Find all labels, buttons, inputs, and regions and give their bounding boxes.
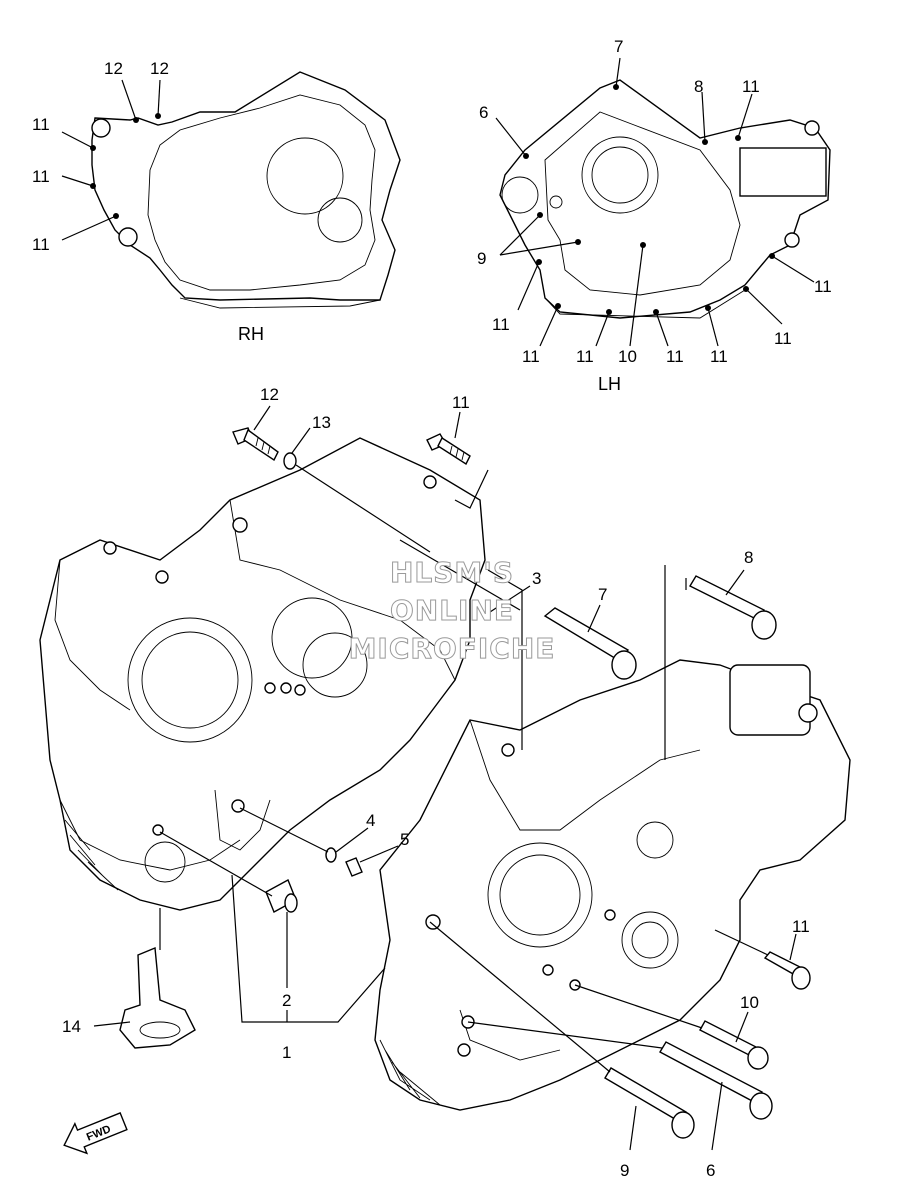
fwd-arrow-icon: FWD — [63, 1112, 128, 1155]
dowel-5 — [345, 857, 363, 877]
callout-11: 11 — [32, 167, 50, 186]
main-callouts: 12 13 11 3 8 7 4 5 2 1 14 11 10 9 6 — [62, 385, 810, 1180]
bolt-6 — [659, 1041, 773, 1120]
callout-11: 11 — [742, 77, 760, 96]
rh-label: RH — [238, 324, 264, 344]
washer-13 — [283, 452, 431, 553]
bolt-9 — [604, 1067, 695, 1139]
lh-crankcase-view — [499, 79, 831, 319]
callout-11: 11 — [576, 347, 594, 366]
callout-11: 11 — [666, 347, 684, 366]
callout-9: 9 — [620, 1161, 629, 1180]
bolt-11-top — [426, 433, 489, 509]
bolt-10 — [699, 1020, 769, 1070]
callout-5: 5 — [400, 830, 409, 849]
callout-14: 14 — [62, 1017, 81, 1036]
strainer-14 — [119, 946, 196, 1049]
callout-6: 6 — [479, 103, 488, 122]
callout-11: 11 — [452, 393, 470, 412]
watermark-line-1: HLSM'S — [390, 556, 514, 589]
watermark-line-3: MICROFICHE — [349, 632, 556, 665]
watermark-line-2: ONLINE — [390, 594, 514, 627]
callout-8: 8 — [694, 77, 703, 96]
callout-11: 11 — [792, 917, 810, 936]
callout-7: 7 — [614, 37, 623, 56]
callout-11: 11 — [814, 277, 832, 296]
watermark: HLSM'S ONLINE MICROFICHE — [348, 556, 556, 666]
callout-1: 1 — [282, 1043, 291, 1062]
callout-11: 11 — [32, 115, 50, 134]
bolt-11-right — [763, 951, 811, 990]
callout-10: 10 — [740, 993, 759, 1012]
o-ring-4 — [325, 847, 337, 863]
bolt-7 — [543, 607, 637, 680]
callout-6: 6 — [706, 1161, 715, 1180]
callout-11: 11 — [492, 315, 510, 334]
callout-11: 11 — [522, 347, 540, 366]
callout-12: 12 — [260, 385, 279, 404]
callout-12: 12 — [150, 59, 169, 78]
callout-9: 9 — [477, 249, 486, 268]
bolt-8 — [689, 575, 777, 640]
lh-label: LH — [598, 374, 621, 394]
assembly-lines — [159, 539, 769, 1073]
rh-crankcase-view — [90, 71, 401, 309]
callout-8: 8 — [744, 548, 753, 567]
callout-11: 11 — [32, 235, 50, 254]
callout-10: 10 — [618, 347, 637, 366]
bolt-12 — [232, 427, 279, 462]
callout-3: 3 — [532, 569, 541, 588]
lh-crankcase-half — [374, 659, 851, 1111]
callout-13: 13 — [312, 413, 331, 432]
dowel-pin-2 — [265, 879, 298, 913]
rh-callouts: 12 12 11 11 11 RH — [32, 59, 264, 344]
callout-11: 11 — [710, 347, 728, 366]
callout-2: 2 — [282, 991, 291, 1010]
lh-callouts: 7 6 8 11 9 11 11 11 10 11 11 11 11 LH — [477, 37, 832, 394]
callout-11: 11 — [774, 329, 792, 348]
callout-4: 4 — [366, 811, 375, 830]
callout-7: 7 — [598, 585, 607, 604]
callout-12: 12 — [104, 59, 123, 78]
